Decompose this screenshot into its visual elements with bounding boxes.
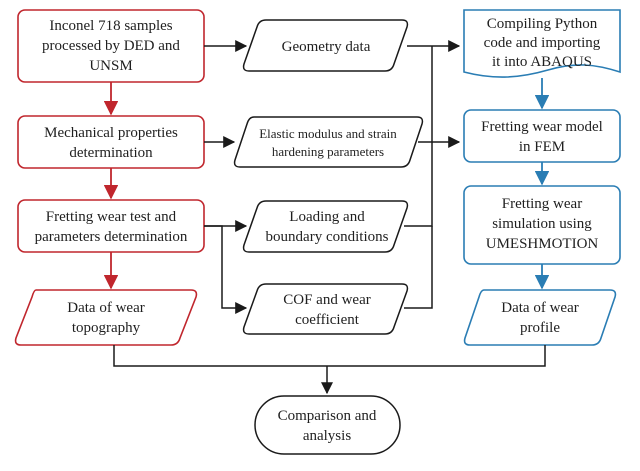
node-simulation-line-2: simulation using xyxy=(492,216,592,232)
node-cof-line-1: COF and wear xyxy=(283,292,370,308)
node-wear-profile-line-1: Data of wear xyxy=(501,300,578,316)
arrow-fretting-to-cof xyxy=(204,225,248,314)
arrow-loading-to-fem xyxy=(404,136,461,227)
node-mech-props-line-2: determination xyxy=(69,145,153,161)
node-samples: Inconel 718 samples processed by DED and… xyxy=(17,9,205,83)
node-cof-line-2: coefficient xyxy=(295,312,360,328)
node-python-line-2: code and importing xyxy=(484,35,601,51)
node-wear-profile: Data of wear profile xyxy=(463,289,617,346)
node-loading-line-2: boundary conditions xyxy=(266,229,389,245)
node-elastic-modulus: Elastic modulus and strain hardening par… xyxy=(233,116,424,168)
node-loading-boundary: Loading and boundary conditions xyxy=(242,200,409,253)
node-fem-line-2: in FEM xyxy=(519,139,565,155)
node-simulation-line-1: Fretting wear xyxy=(502,196,582,212)
node-samples-line-2: processed by DED and xyxy=(42,38,180,54)
node-simulation-line-3: UMESHMOTION xyxy=(486,236,599,252)
node-mech-props-line-1: Mechanical properties xyxy=(44,125,178,141)
node-comparison-line-1: Comparison and xyxy=(278,408,377,424)
node-wear-topography: Data of wear topography xyxy=(14,289,198,346)
node-fretting-test-line-2: parameters determination xyxy=(35,229,188,245)
node-samples-line-3: UNSM xyxy=(89,58,132,74)
node-comparison: Comparison and analysis xyxy=(254,395,401,455)
node-fretting-test-line-1: Fretting wear test and xyxy=(46,209,177,225)
node-cof-wear: COF and wear coefficient xyxy=(242,283,409,335)
node-geometry-data: Geometry data xyxy=(242,19,409,72)
node-fretting-test: Fretting wear test and parameters determ… xyxy=(17,199,205,253)
node-simulation: Fretting wear simulation using UMESHMOTI… xyxy=(463,185,621,265)
node-elastic-line-2: hardening parameters xyxy=(272,144,384,159)
node-samples-line-1: Inconel 718 samples xyxy=(49,18,172,34)
node-python-line-3: it into ABAQUS xyxy=(492,54,592,70)
node-geometry-line-1: Geometry data xyxy=(282,39,371,55)
connector-cof-to-fem xyxy=(404,226,433,309)
node-wear-topo-line-2: topography xyxy=(72,320,141,336)
connector-bottom-merge xyxy=(113,345,546,367)
node-wear-topo-line-1: Data of wear xyxy=(67,300,144,316)
node-python-line-1: Compiling Python xyxy=(487,16,598,32)
node-mechanical-properties: Mechanical properties determination xyxy=(17,115,205,169)
node-wear-profile-line-2: profile xyxy=(520,320,560,336)
node-fem-model: Fretting wear model in FEM xyxy=(463,109,621,163)
node-loading-line-1: Loading and xyxy=(289,209,365,225)
node-fem-line-1: Fretting wear model xyxy=(481,119,603,135)
node-comparison-line-2: analysis xyxy=(303,428,351,444)
node-elastic-line-1: Elastic modulus and strain xyxy=(259,126,397,141)
node-python-abaqus: Compiling Python code and importing it i… xyxy=(463,9,621,78)
